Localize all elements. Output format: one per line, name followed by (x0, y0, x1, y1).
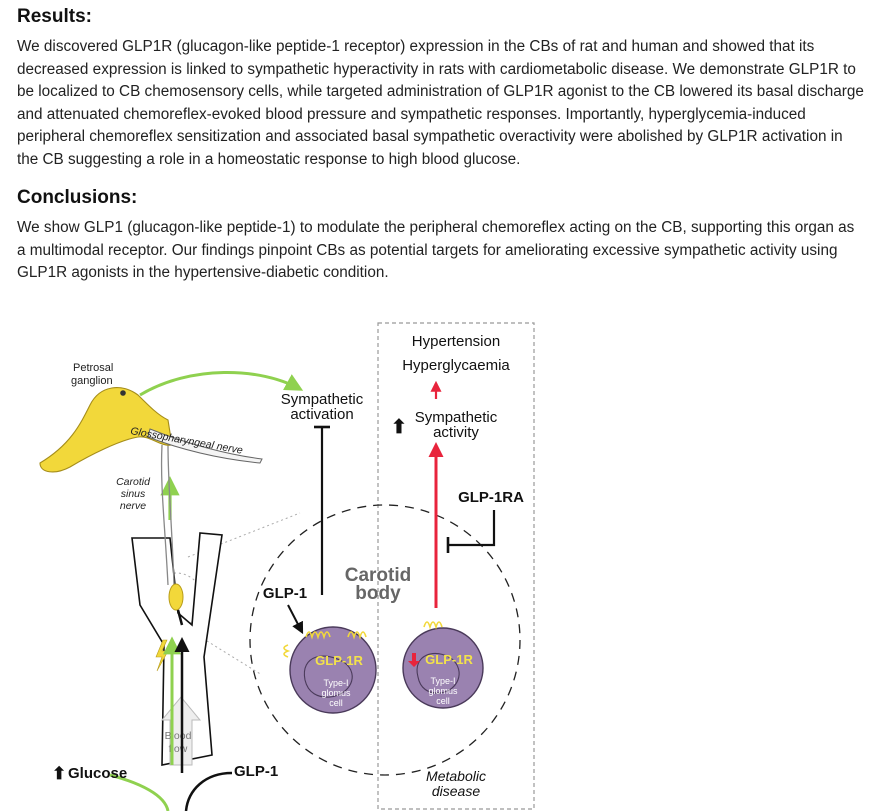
conclusions-paragraph: We show GLP1 (glucagon-like peptide-1) t… (17, 219, 855, 282)
hyperglycaemia-label: Hyperglycaemia (402, 357, 510, 374)
receptor-icon (423, 621, 443, 630)
ganglion-to-sympathetic-arrow (139, 371, 304, 397)
ganglion-cell-icon (120, 390, 126, 396)
sympathetic-activity-label: Sympathetic (415, 409, 498, 426)
conclusions-heading: Conclusions: (17, 187, 138, 208)
petrosal-label: ganglion (71, 375, 113, 387)
blood-flow-label: Blood (165, 730, 192, 742)
glucose-up-icon: ⬆ (52, 764, 66, 783)
carotid-sinus-label: Carotid (116, 476, 151, 488)
glp1r-right-label: GLP-1R (425, 652, 473, 667)
sympathetic-activation-label: activation (290, 406, 353, 423)
carotid-sinus-nerve (167, 444, 175, 586)
carotid-body-outline (249, 504, 521, 776)
type1-cell-label: glomus (321, 688, 351, 698)
glucose-label: Glucose (68, 765, 127, 782)
zoom-guide-line (193, 632, 263, 676)
glossopharyngeal-nerve (147, 428, 263, 464)
cell-nucleus-right (416, 652, 460, 694)
glossopharyngeal-label: Glossopharyngeal nerve (129, 425, 243, 457)
type1-cell-label: glomus (428, 686, 458, 696)
type1-cell-label: Type-I (430, 676, 455, 686)
carotid-sinus-nerve (160, 444, 169, 586)
graphical-abstract-figure: Blood flow ⬆ Glucose GLP-1 Glossopharyng… (39, 322, 535, 811)
glp1-carotid-label: GLP-1 (263, 585, 307, 602)
carotid-body-label: body (355, 583, 401, 604)
hypertension-label: Hypertension (412, 333, 500, 350)
glp1-bottom-label: GLP-1 (234, 763, 278, 780)
petrosal-ganglion (39, 387, 173, 473)
metabolic-disease-label: Metabolic (426, 768, 486, 784)
results-paragraph: We discovered GLP1R (glucagon-like pepti… (17, 38, 864, 168)
cell-nucleus-left (303, 655, 353, 698)
results-heading: Results: (17, 6, 92, 27)
carotid-sinus-label: nerve (120, 500, 146, 512)
sympathetic-up-icon: ⬆ (391, 417, 407, 438)
carotid-body-stalk (176, 609, 184, 626)
receptor-down-icon (408, 653, 420, 667)
glp1-to-receptor-arrow (287, 604, 304, 635)
type1-cell-label: cell (329, 698, 343, 708)
glp1ra-inhibition-line (448, 510, 496, 547)
receptor-icon (283, 631, 367, 658)
carotid-body-label: Carotid (345, 565, 412, 586)
glp1ra-label: GLP-1RA (458, 489, 524, 506)
metabolic-disease-label: disease (432, 783, 480, 799)
carotid-body-small (168, 583, 184, 611)
sympathetic-activity-label: activity (433, 424, 479, 441)
glucose-input-curve (109, 773, 170, 811)
glp1-input-curve (184, 771, 233, 811)
type1-cell-label: Type-I (323, 678, 348, 688)
metabolic-disease-box (377, 322, 535, 810)
sympathetic-activation-label: Sympathetic (281, 391, 364, 408)
petrosal-label: Petrosal (73, 362, 113, 374)
type1-cell-label: cell (436, 696, 450, 706)
carotid-sinus-label: sinus (121, 488, 146, 500)
glp1r-left-label: GLP-1R (315, 653, 363, 668)
